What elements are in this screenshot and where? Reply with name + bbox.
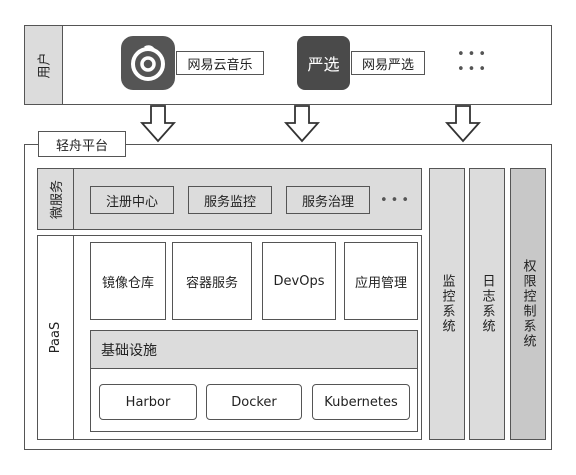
more-apps-dots: ••• •••	[457, 47, 490, 77]
paas-item: DevOps	[262, 242, 336, 320]
arrow-down-icon	[140, 105, 176, 143]
users-bar	[24, 25, 552, 105]
users-label-cell: 用户	[25, 26, 63, 104]
paas-item: 镜像仓库	[90, 242, 166, 320]
microservice-label-cell: 微服务	[38, 169, 74, 229]
paas-item: 容器服务	[172, 242, 252, 320]
access-control-system: 权限控制系统	[510, 168, 546, 440]
infra-header: 基础设施	[91, 331, 417, 369]
paas-label: PaaS	[47, 321, 63, 354]
infra-item: Docker	[206, 384, 302, 420]
arrow-down-icon	[284, 105, 320, 143]
logging-system: 日志系统	[469, 168, 505, 440]
microservice-label: 微服务	[50, 179, 66, 219]
users-label: 用户	[37, 51, 53, 79]
microservice-more-dots: •••	[380, 192, 413, 208]
yanxuan-icon: 严选	[297, 36, 350, 90]
infra-title: 基础设施	[101, 342, 157, 359]
platform-title: 轻舟平台	[38, 131, 126, 157]
paas-label-cell: PaaS	[38, 236, 74, 439]
netease-cloud-music-icon	[121, 36, 175, 90]
app-name-cloud-music: 网易云音乐	[176, 51, 264, 75]
yanxuan-icon-text: 严选	[307, 55, 340, 74]
microservice-item: 服务监控	[188, 186, 272, 214]
microservice-item: 注册中心	[90, 186, 174, 214]
app-name-yanxuan: 网易严选	[351, 51, 425, 75]
monitoring-system: 监控系统	[429, 168, 465, 440]
microservice-item: 服务治理	[286, 186, 370, 214]
arrow-down-icon	[445, 105, 481, 143]
paas-item: 应用管理	[344, 242, 418, 320]
infra-item: Harbor	[99, 384, 197, 420]
infra-item: Kubernetes	[312, 384, 410, 420]
